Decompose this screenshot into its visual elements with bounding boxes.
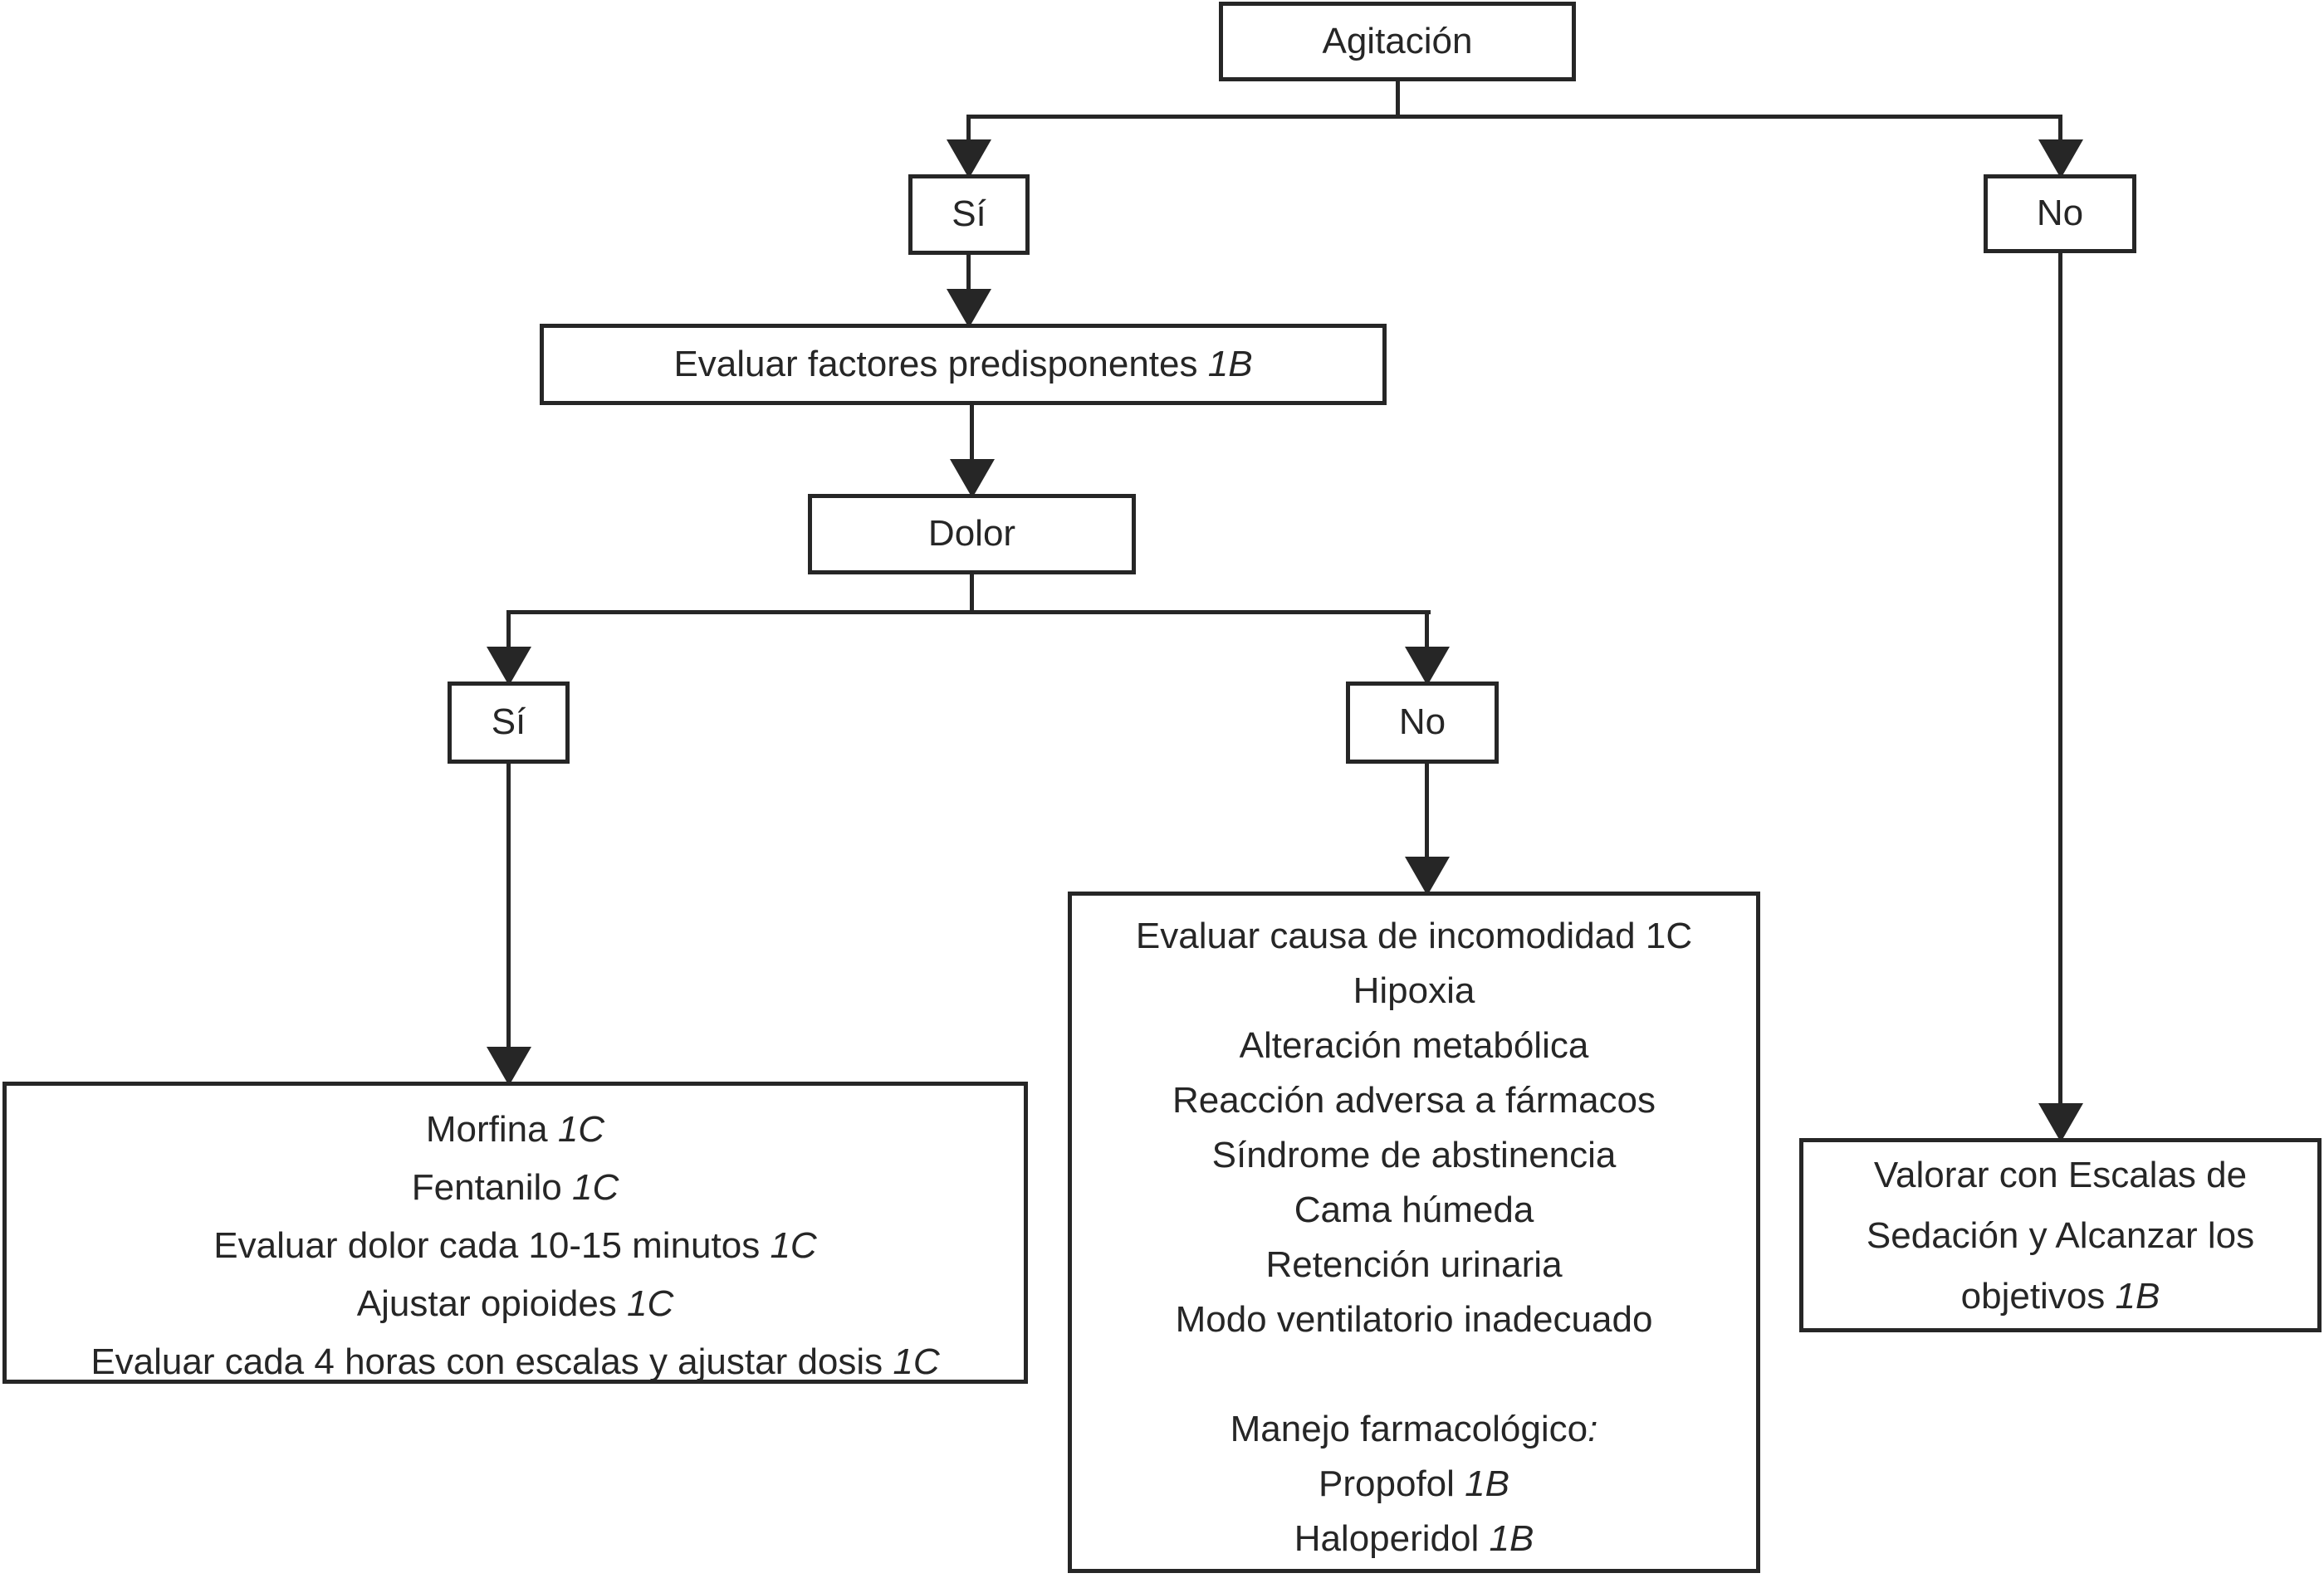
connector-agitation-down xyxy=(1396,80,1400,118)
grade-label: 1C xyxy=(561,1167,619,1208)
grade-label: 1B xyxy=(1454,1463,1509,1504)
arrowhead-to-yes2 xyxy=(487,647,531,686)
connector-pain-down xyxy=(970,573,974,614)
connector-no2-to-painno xyxy=(1425,762,1429,863)
node-evaluar-factores: Evaluar factores predisponentes 1B xyxy=(540,324,1387,405)
text-line: Valorar con Escalas de xyxy=(1873,1154,2248,1195)
node-agitacion: Agitación xyxy=(1219,2,1576,81)
node-agitation-no: No xyxy=(1984,174,2136,253)
text-line: objetivos 1B xyxy=(1960,1275,2160,1317)
node-agitation-yes: Sí xyxy=(908,174,1030,255)
grade-label: : xyxy=(1588,1409,1598,1449)
grade-1b: 1B xyxy=(1197,343,1253,384)
text-line: Cama húmeda xyxy=(1294,1190,1534,1230)
node-sedation-scales-box: Valorar con Escalas de Sedación y Alcanza… xyxy=(1799,1138,2322,1332)
text-line: Ajustar opioides 1C xyxy=(356,1283,674,1324)
text-line: Fentanilo 1C xyxy=(411,1167,619,1208)
connector-branch2-horizontal xyxy=(506,610,1431,614)
arrowhead-to-pain xyxy=(950,459,995,498)
text-line: Evaluar dolor cada 10-15 minutos 1C xyxy=(213,1225,817,1266)
connector-branch1-horizontal xyxy=(966,115,2062,119)
node-agitation-no-label: No xyxy=(2036,193,2084,234)
node-dolor-yes: Sí xyxy=(448,682,570,764)
text-line: Evaluar cada 4 horas con escalas y ajust… xyxy=(91,1341,940,1382)
connector-no1-to-sedation xyxy=(2058,252,2062,1111)
arrowhead-to-evalfactors xyxy=(947,289,991,328)
text-line: Síndrome de abstinencia xyxy=(1211,1135,1617,1175)
arrowhead-to-no1 xyxy=(2038,139,2083,178)
node-evaluar-factores-label: Evaluar factores predisponentes 1B xyxy=(673,343,1253,384)
node-dolor-yes-treatment-box: Morfina 1C Fentanilo 1C Evaluar dolor cada… xyxy=(2,1082,1028,1384)
node-dolor-no-label: No xyxy=(1398,701,1446,743)
connector-branch2-right-drop xyxy=(1425,613,1429,654)
arrowhead-to-yes1 xyxy=(947,139,991,178)
text-line: Sedación y Alcanzar los xyxy=(1866,1214,2255,1256)
text-line: Propofol 1B xyxy=(1319,1463,1509,1504)
grade-label: 1B xyxy=(2105,1275,2160,1317)
connector-yes2-to-painyes xyxy=(506,762,511,1054)
arrowhead-to-painyes-box xyxy=(487,1047,531,1086)
node-agitation-yes-label: Sí xyxy=(952,193,986,235)
text-line: Retención urinaria xyxy=(1265,1244,1563,1285)
node-dolor-label: Dolor xyxy=(927,513,1016,555)
node-dolor-no: No xyxy=(1346,682,1499,764)
grade-label: 1C xyxy=(547,1109,605,1150)
arrowhead-to-no2 xyxy=(1405,647,1450,686)
text-line: Morfina 1C xyxy=(425,1109,605,1150)
connector-branch2-left-drop xyxy=(506,613,511,654)
text-line: Haloperidol 1B xyxy=(1294,1518,1534,1559)
grade-label: 1B xyxy=(1479,1518,1534,1559)
arrowhead-to-sedation-box xyxy=(2038,1103,2083,1142)
connector-branch1-right-drop xyxy=(2058,116,2062,148)
node-dolor: Dolor xyxy=(808,494,1136,574)
arrowhead-to-painno-box xyxy=(1405,857,1450,896)
text-line: Modo ventilatorio inadecuado xyxy=(1175,1299,1653,1340)
text-line: Manejo farmacológico: xyxy=(1230,1409,1598,1449)
grade-label: 1C xyxy=(616,1283,674,1324)
connector-yes1-to-evalfactors xyxy=(966,253,971,296)
node-dolor-yes-label: Sí xyxy=(491,701,526,743)
connector-branch1-left-drop xyxy=(966,116,971,148)
text-line: Hipoxia xyxy=(1353,970,1475,1011)
text-line: Reacción adversa a fármacos xyxy=(1172,1080,1656,1121)
connector-evalfactors-to-pain xyxy=(970,403,974,467)
text-line: Alteración metabólica xyxy=(1239,1025,1589,1066)
text-line: Evaluar causa de incomodidad 1C xyxy=(1135,916,1693,956)
grade-label: 1C xyxy=(883,1341,940,1382)
grade-label: 1C xyxy=(760,1225,817,1266)
node-agitacion-label: Agitación xyxy=(1322,20,1473,61)
